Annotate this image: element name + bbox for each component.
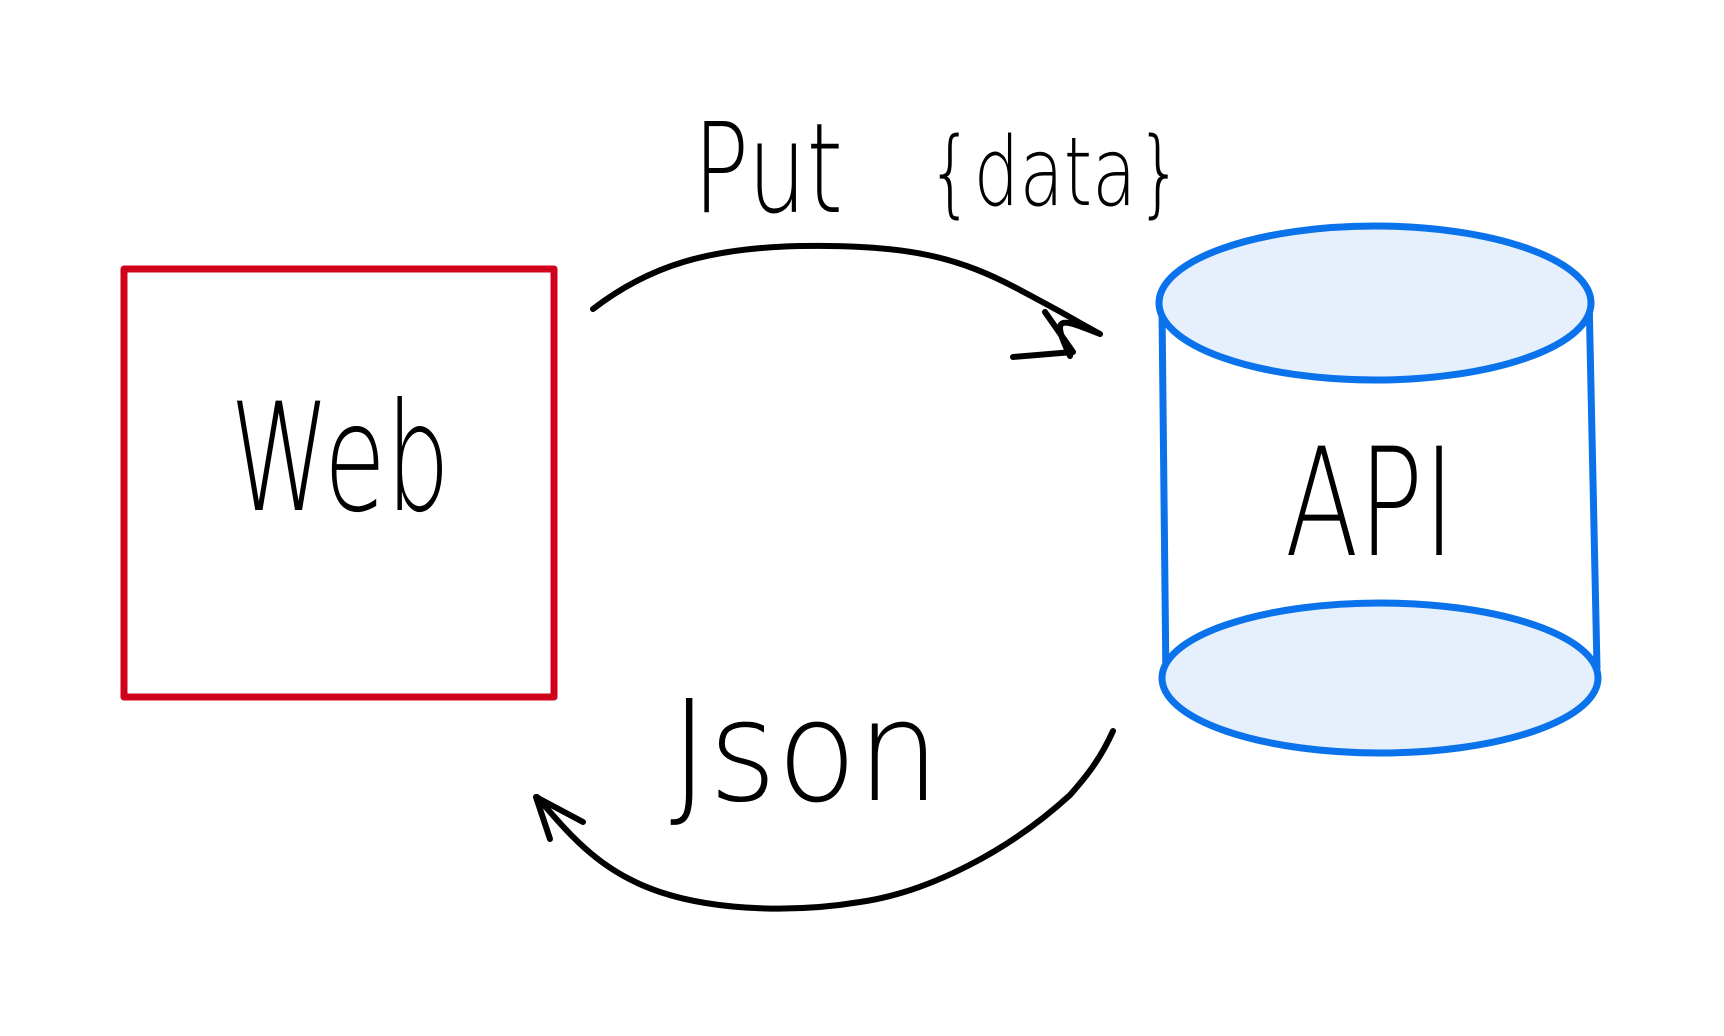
request-arrowhead (1010, 309, 1076, 360)
api-node: API (1155, 222, 1602, 757)
web-node: Web (120, 265, 558, 701)
api-label: API (1285, 417, 1455, 591)
response-arrowhead (533, 794, 586, 842)
response-label: Json (670, 671, 940, 834)
api-cylinder-bottom (1158, 599, 1602, 757)
response-arrow-line (534, 728, 1116, 912)
response-edge: Json (533, 671, 1116, 912)
request-arrow-line (590, 242, 1103, 359)
request-payload-label: {data} (928, 118, 1183, 228)
request-method-label: Put (693, 97, 843, 242)
web-box (120, 265, 558, 701)
api-cylinder-top (1155, 222, 1595, 384)
web-label: Web (230, 372, 450, 546)
api-cylinder-body (1158, 291, 1601, 687)
request-edge: Put {data} (590, 97, 1183, 360)
